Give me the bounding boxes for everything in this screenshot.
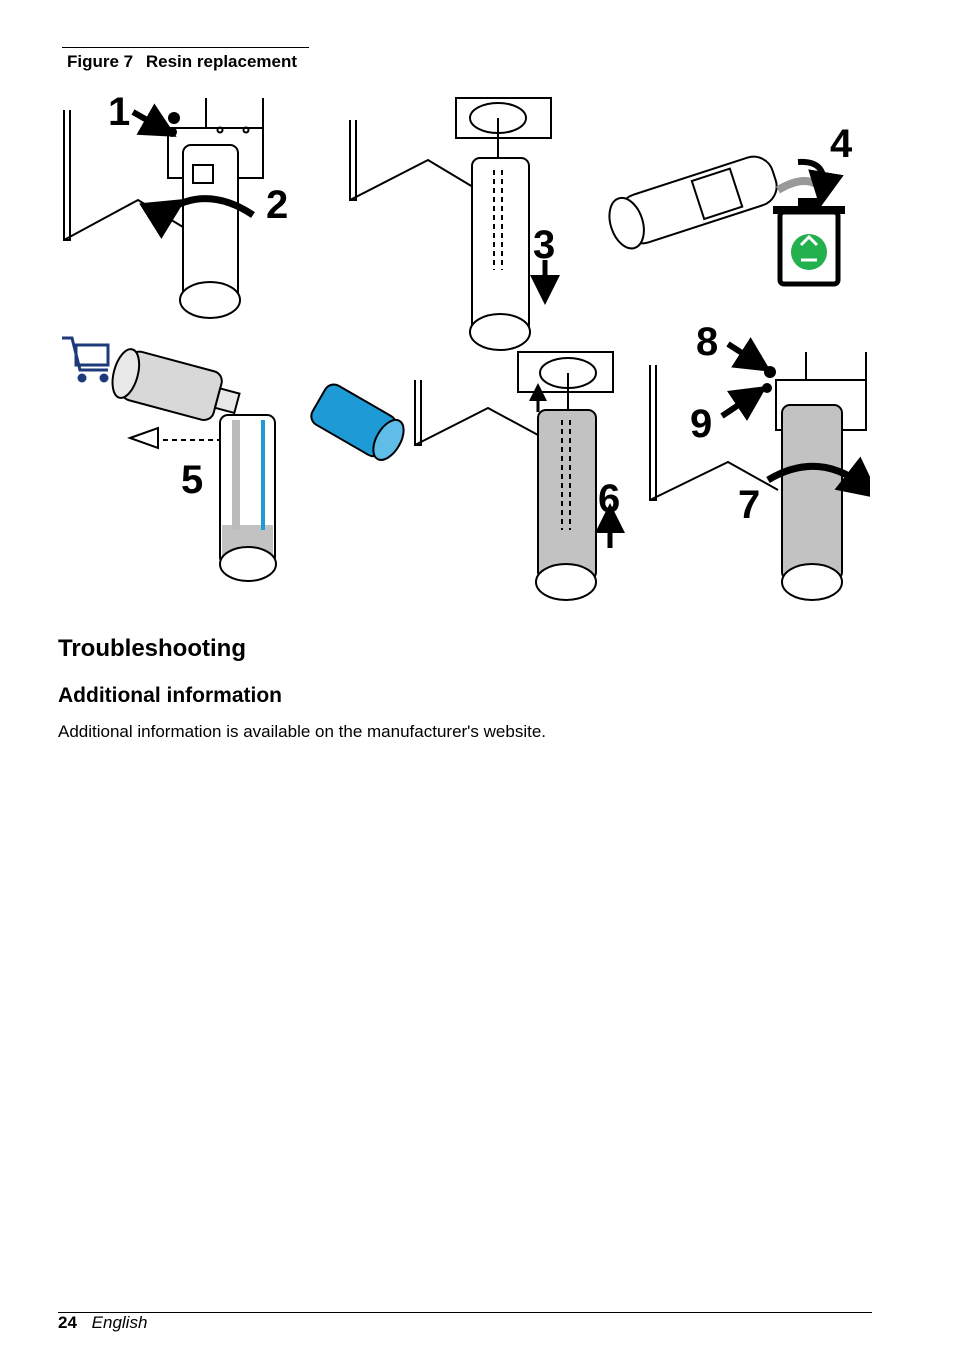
panel-step-7-8-9 <box>649 352 867 601</box>
panel-step-1-2 <box>63 98 264 319</box>
arrow-icon <box>726 337 772 372</box>
rotate-arrow-icon <box>766 456 870 499</box>
step-number-2: 2 <box>266 183 288 227</box>
arrow-icon <box>797 158 844 208</box>
step-number-8: 8 <box>696 320 718 364</box>
shopping-cart-icon <box>62 336 110 383</box>
eye-icon <box>127 426 220 450</box>
arrow-icon <box>131 103 177 137</box>
screw-icon <box>762 366 776 393</box>
page-footer: 24 English <box>58 1313 147 1333</box>
step-number-3: 3 <box>533 223 555 267</box>
panel-step-6 <box>414 351 614 601</box>
figure-title: Resin replacement <box>145 52 298 71</box>
figure-caption-rule <box>62 47 309 48</box>
subsection-heading-additional-information: Additional information <box>58 684 282 707</box>
figure-caption: Figure 7 Resin replacement <box>67 52 297 72</box>
step-number-6: 6 <box>598 477 620 521</box>
page-number: 24 <box>58 1313 77 1332</box>
step-number-4: 4 <box>830 122 853 166</box>
section-heading-troubleshooting: Troubleshooting <box>58 635 246 662</box>
resin-replacement-figure: 1 2 3 4 <box>58 90 870 610</box>
footer-rule <box>58 1312 872 1313</box>
step-number-5: 5 <box>181 458 203 502</box>
rotate-arrow-icon <box>139 195 255 239</box>
figure-label: Figure 7 <box>67 52 134 71</box>
step-number-7: 7 <box>738 483 760 527</box>
panel-step-3 <box>349 97 552 351</box>
additional-information-text: Additional information is available on t… <box>58 722 547 741</box>
footer-language: English <box>91 1313 148 1332</box>
step-number-9: 9 <box>690 402 712 446</box>
panel-step-5 <box>111 348 405 582</box>
recycle-icon <box>791 234 827 270</box>
arrow-icon <box>720 386 767 421</box>
step-number-1: 1 <box>108 90 130 134</box>
